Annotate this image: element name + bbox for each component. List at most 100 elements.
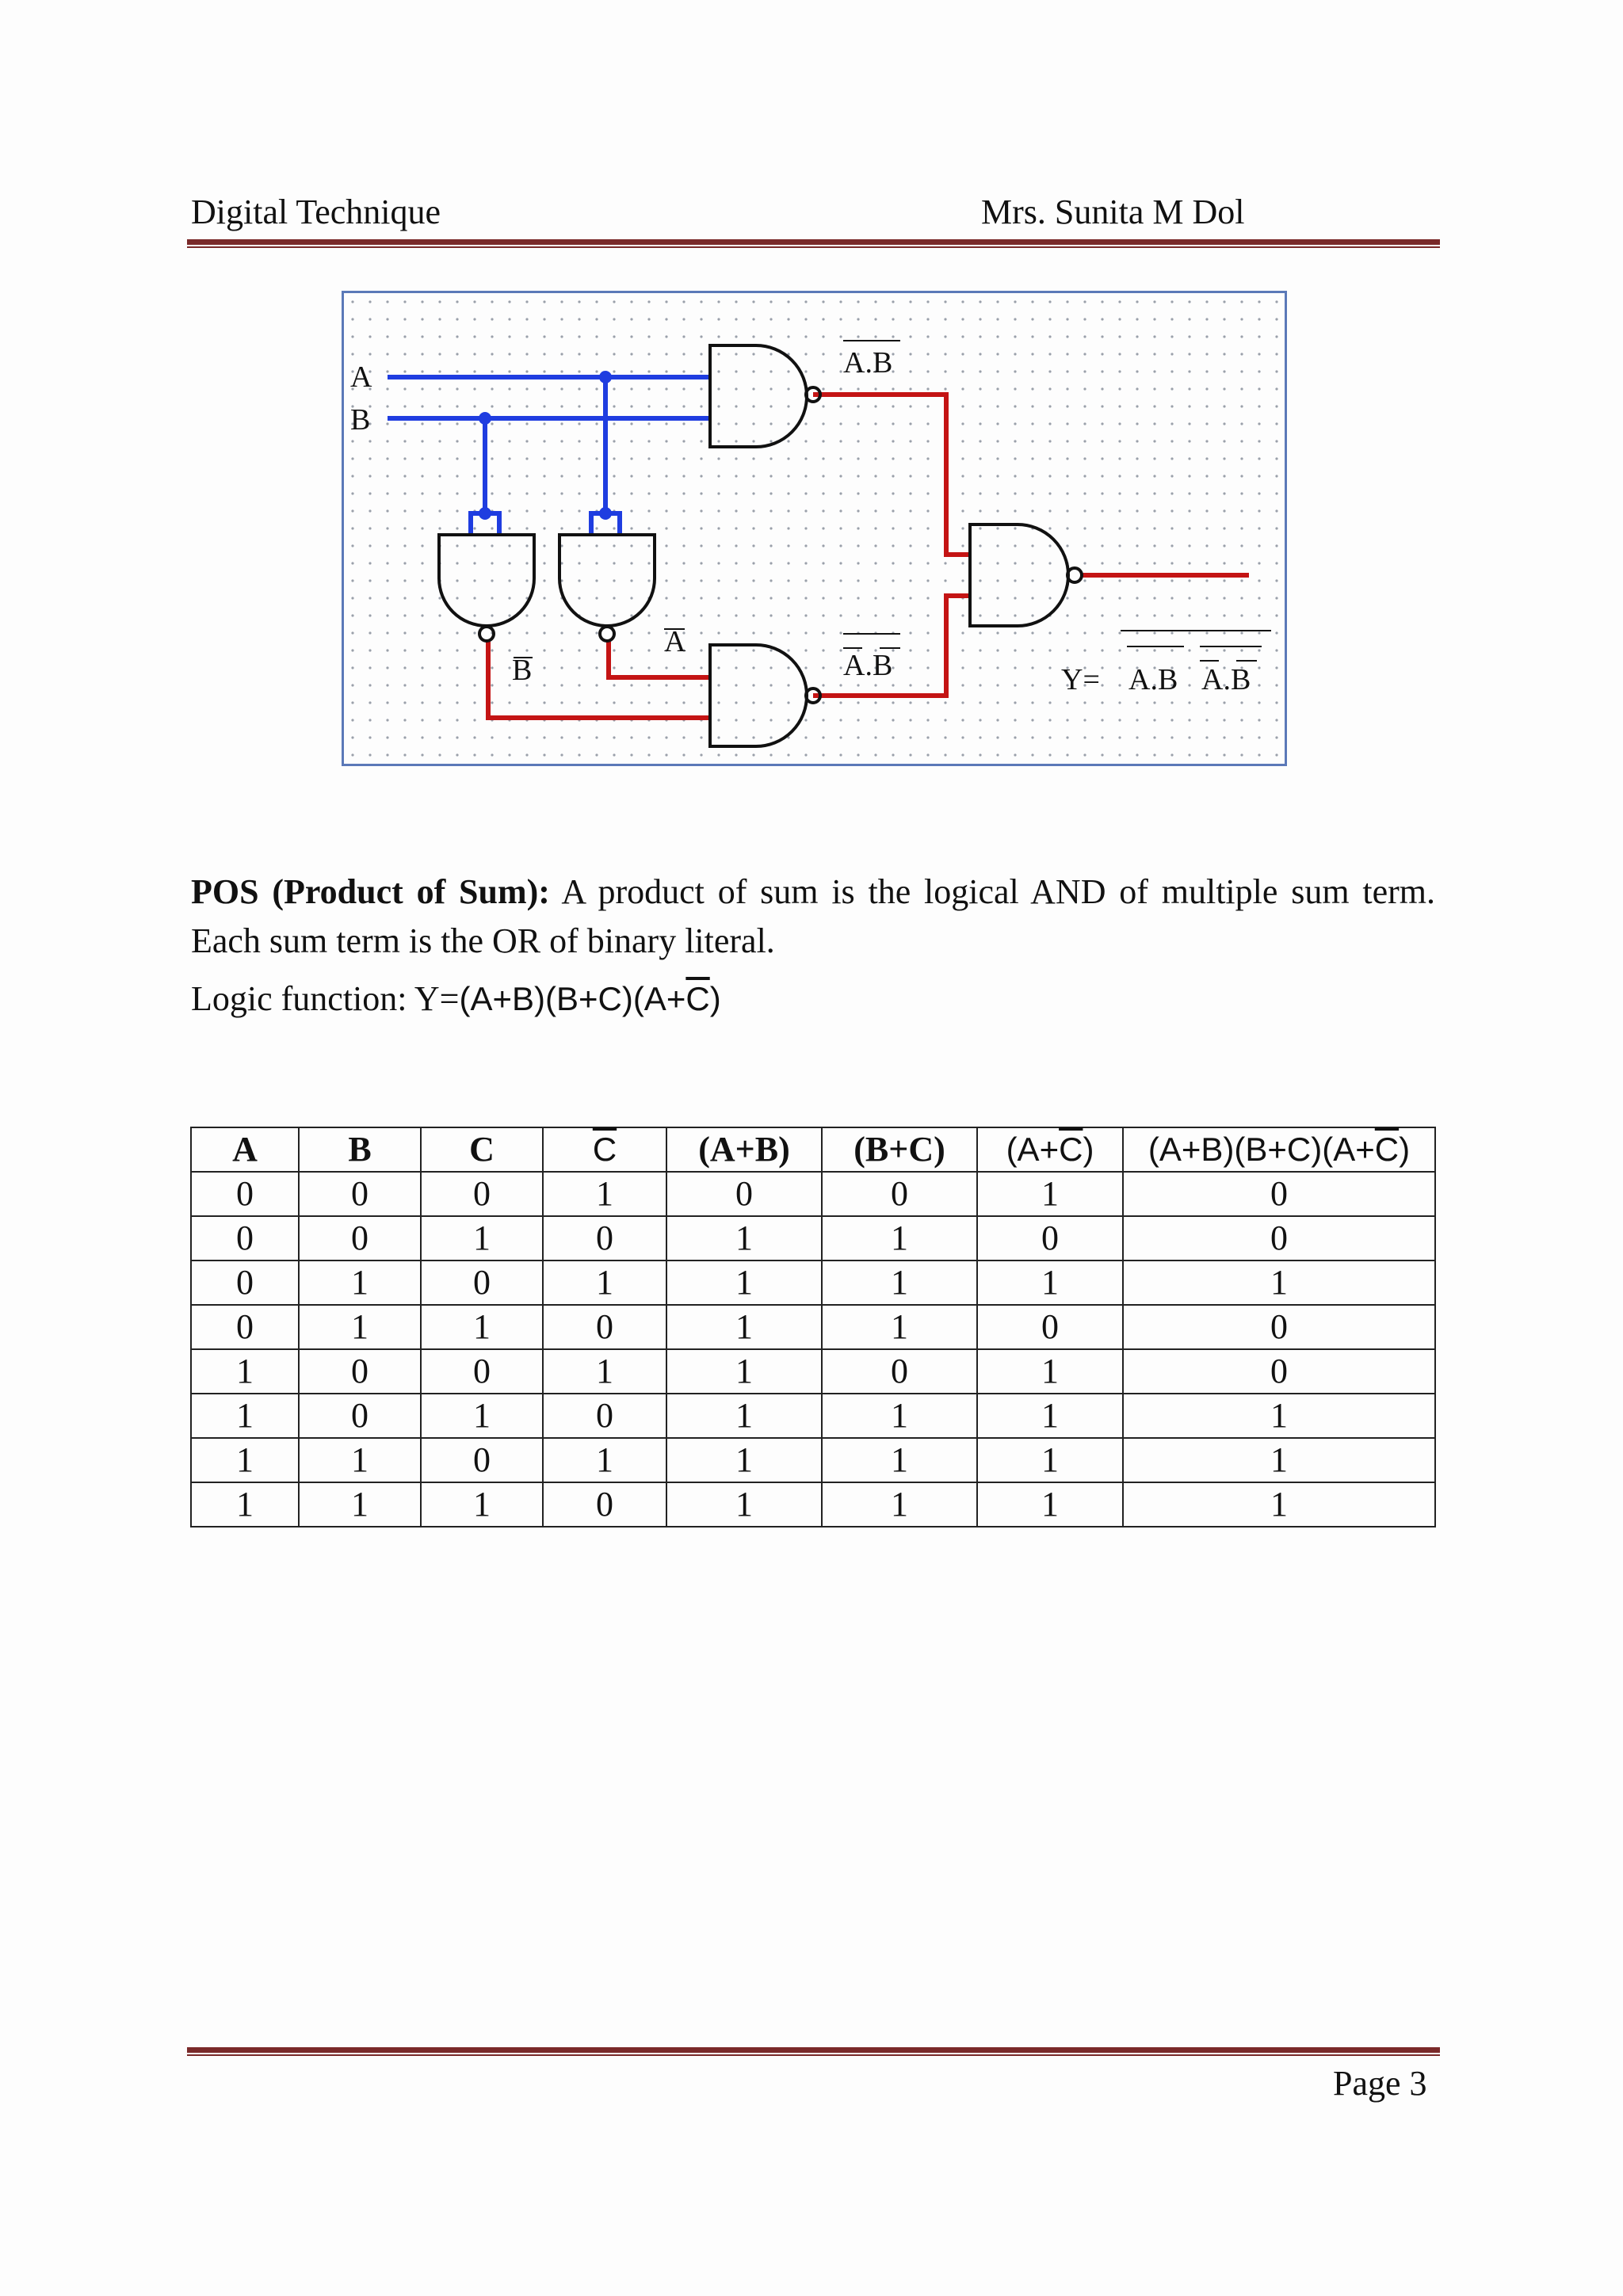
label-not-a: A bbox=[664, 625, 686, 658]
table-cell: 0 bbox=[542, 1215, 667, 1261]
col-header-b: B bbox=[298, 1127, 422, 1173]
table-cell: 0 bbox=[420, 1171, 544, 1217]
table-cell: 0 bbox=[190, 1260, 300, 1306]
label-bottom-gate: A.B bbox=[843, 649, 892, 682]
nand-gates bbox=[437, 344, 1083, 748]
table-cell: 1 bbox=[666, 1437, 823, 1483]
label-top-gate: A.B bbox=[843, 346, 892, 379]
table-cell: 1 bbox=[976, 1260, 1124, 1306]
table-cell: 1 bbox=[1122, 1260, 1436, 1306]
logic-expr-part-1: (A+B)(B+C)(A+ bbox=[459, 980, 686, 1017]
table-cell: 1 bbox=[666, 1260, 823, 1306]
col-header-a-plus-b: (A+B) bbox=[666, 1127, 823, 1173]
table-cell: 1 bbox=[976, 1482, 1124, 1527]
wire-junctions bbox=[479, 371, 612, 520]
table-cell: 0 bbox=[298, 1393, 422, 1439]
truth-table: A B C C (A+B) (B+C) (A+C) (A+B)(B+C)(A+C… bbox=[190, 1127, 1436, 1527]
table-cell: 1 bbox=[666, 1304, 823, 1350]
table-cell: 0 bbox=[420, 1437, 544, 1483]
table-cell: 1 bbox=[420, 1304, 544, 1350]
col-header-c: C bbox=[420, 1127, 544, 1173]
header-title: Digital Technique bbox=[191, 193, 441, 231]
table-cell: 0 bbox=[1122, 1348, 1436, 1394]
table-cell: 0 bbox=[666, 1171, 823, 1217]
pos-heading: POS (Product of Sum): bbox=[191, 872, 550, 911]
table-cell: 1 bbox=[542, 1437, 667, 1483]
table-cell: 1 bbox=[420, 1482, 544, 1527]
table-cell: 1 bbox=[420, 1393, 544, 1439]
table-cell: 1 bbox=[666, 1482, 823, 1527]
logic-expr-c-bar: C bbox=[685, 980, 710, 1017]
table-cell: 1 bbox=[666, 1348, 823, 1394]
table-cell: 0 bbox=[298, 1215, 422, 1261]
table-cell: 0 bbox=[190, 1215, 300, 1261]
header-author: Mrs. Sunita M Dol bbox=[981, 193, 1245, 231]
col-header-c-bar: C bbox=[542, 1127, 667, 1173]
table-cell: 0 bbox=[821, 1348, 978, 1394]
input-label-b: B bbox=[350, 403, 370, 437]
table-cell: 1 bbox=[190, 1437, 300, 1483]
output-term-1: A.B bbox=[1128, 663, 1178, 696]
table-cell: 1 bbox=[542, 1260, 667, 1306]
table-cell: 1 bbox=[821, 1482, 978, 1527]
table-cell: 1 bbox=[1122, 1482, 1436, 1527]
table-cell: 1 bbox=[976, 1171, 1124, 1217]
output-prefix: Y= bbox=[1061, 663, 1100, 696]
table-cell: 0 bbox=[420, 1260, 544, 1306]
table-cell: 1 bbox=[976, 1437, 1124, 1483]
table-cell: 0 bbox=[1122, 1215, 1436, 1261]
pos-text: A product of sum is the logical AND of m… bbox=[191, 872, 1436, 960]
table-cell: 1 bbox=[821, 1437, 978, 1483]
table-cell: 1 bbox=[821, 1393, 978, 1439]
table-cell: 0 bbox=[542, 1304, 667, 1350]
footer-rule bbox=[187, 2047, 1440, 2056]
table-cell: 1 bbox=[976, 1348, 1124, 1394]
output-term-2: A.B bbox=[1201, 663, 1251, 696]
col-header-product: (A+B)(B+C)(A+C) bbox=[1122, 1127, 1436, 1173]
table-cell: 0 bbox=[420, 1348, 544, 1394]
logic-expression: (A+B)(B+C)(A+C) bbox=[459, 980, 720, 1017]
table-header-row: A B C C (A+B) (B+C) (A+C) (A+B)(B+C)(A+C… bbox=[190, 1127, 1436, 1173]
col-header-a-plus-c-bar: (A+C) bbox=[976, 1127, 1124, 1173]
table-cell: 1 bbox=[298, 1260, 422, 1306]
input-label-a: A bbox=[350, 360, 372, 394]
c-bar-text: C bbox=[592, 1131, 617, 1168]
table-cell: 0 bbox=[976, 1304, 1124, 1350]
logic-expr-part-2: ) bbox=[709, 980, 721, 1017]
output-wires bbox=[486, 392, 1249, 720]
table-cell: 1 bbox=[976, 1393, 1124, 1439]
col-header-b-plus-c: (B+C) bbox=[821, 1127, 978, 1173]
table-cell: 0 bbox=[542, 1393, 667, 1439]
page-number: Page 3 bbox=[1333, 2064, 1427, 2103]
header-rule bbox=[187, 239, 1440, 248]
label-not-b: B bbox=[512, 654, 532, 687]
table-cell: 1 bbox=[1122, 1393, 1436, 1439]
table-cell: 1 bbox=[298, 1304, 422, 1350]
logic-label: Logic function: Y= bbox=[191, 979, 460, 1018]
table-cell: 0 bbox=[190, 1171, 300, 1217]
pos-definition: POS (Product of Sum): A product of sum i… bbox=[191, 868, 1435, 966]
table-cell: 1 bbox=[666, 1393, 823, 1439]
table-cell: 0 bbox=[190, 1304, 300, 1350]
table-cell: 1 bbox=[1122, 1437, 1436, 1483]
table-cell: 1 bbox=[821, 1215, 978, 1261]
input-wires bbox=[388, 375, 710, 535]
table-cell: 1 bbox=[666, 1215, 823, 1261]
table-cell: 1 bbox=[542, 1348, 667, 1394]
table-cell: 0 bbox=[1122, 1171, 1436, 1217]
table-cell: 1 bbox=[298, 1437, 422, 1483]
table-cell: 0 bbox=[821, 1171, 978, 1217]
table-cell: 1 bbox=[190, 1393, 300, 1439]
table-cell: 0 bbox=[542, 1482, 667, 1527]
table-cell: 1 bbox=[420, 1215, 544, 1261]
table-cell: 0 bbox=[1122, 1304, 1436, 1350]
table-cell: 0 bbox=[976, 1215, 1124, 1261]
table-cell: 1 bbox=[542, 1171, 667, 1217]
